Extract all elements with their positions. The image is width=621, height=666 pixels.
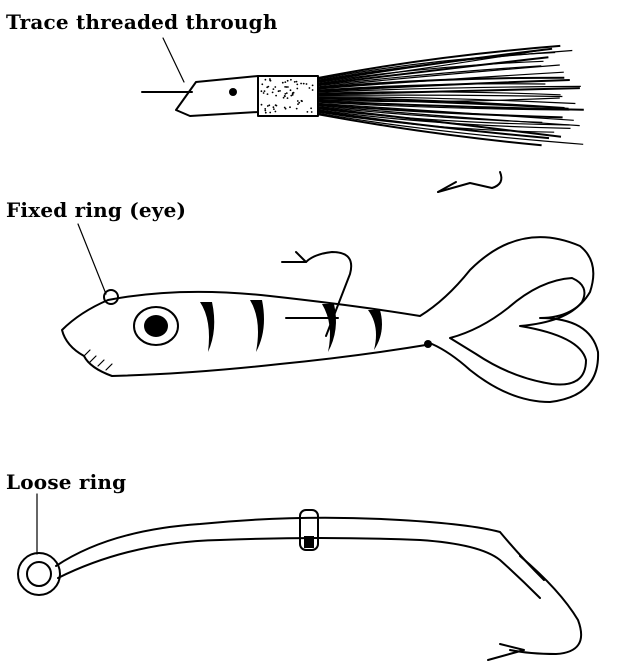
stipple-dot xyxy=(265,112,267,114)
stipple-dot xyxy=(306,83,308,85)
fish-tail-inner xyxy=(450,278,586,385)
leader-line-fixed-ring xyxy=(78,224,106,294)
fish-eye-pupil xyxy=(144,315,168,337)
stipple-dot xyxy=(261,83,263,85)
stipple-dot xyxy=(292,94,294,96)
loose-ring-inner xyxy=(27,562,51,586)
stipple-dot xyxy=(272,92,274,94)
stipple-dot xyxy=(294,81,296,83)
stipple-dot xyxy=(284,81,286,83)
leader-line-trace xyxy=(163,38,184,82)
stipple-dot xyxy=(273,88,275,90)
stipple-dot xyxy=(287,97,289,99)
stipple-dot xyxy=(267,93,269,95)
stipple-dot xyxy=(265,79,267,81)
wire-clip-fill xyxy=(304,536,314,548)
stipple-dot xyxy=(296,108,298,110)
stipple-dot xyxy=(286,92,288,94)
tail-join-dot xyxy=(424,340,432,348)
stipple-dot xyxy=(284,95,286,97)
stipple-dot xyxy=(274,86,276,88)
stipple-dot xyxy=(283,97,285,99)
stipple-dot xyxy=(275,95,277,97)
stipple-dot xyxy=(278,90,280,92)
stipple-dot xyxy=(296,81,298,83)
stipple-dot xyxy=(267,105,269,107)
stipple-dot xyxy=(282,82,284,84)
soft-plastic-fish-lure-icon xyxy=(62,224,598,402)
hook-with-loose-ring-icon xyxy=(18,494,581,660)
stipple-dot xyxy=(275,104,277,106)
hook-bend xyxy=(510,556,581,654)
fish-hook-barb xyxy=(282,252,306,262)
stipple-dot xyxy=(312,89,314,91)
lure-collar xyxy=(258,76,318,116)
stipple-dot xyxy=(310,107,312,109)
stipple-dot xyxy=(275,111,277,113)
hook-wire-lower xyxy=(58,538,540,598)
fish-hook-shank xyxy=(306,252,351,336)
stipple-dot xyxy=(290,89,292,91)
stipple-dot xyxy=(285,108,287,110)
hook-point-barb xyxy=(488,644,524,660)
stipple-dot xyxy=(301,100,303,102)
stipple-dot xyxy=(286,86,288,88)
stipple-dot xyxy=(261,90,263,92)
stipple-dot xyxy=(309,87,311,89)
stipple-dot xyxy=(273,106,275,108)
stipple-dot xyxy=(261,104,263,106)
stipple-dot xyxy=(264,108,266,110)
stipple-dot xyxy=(264,110,266,112)
stipple-dot xyxy=(264,90,266,92)
stipple-dot xyxy=(297,103,299,105)
lure-head xyxy=(176,76,258,116)
fish-chin-hatch xyxy=(84,350,112,370)
stipple-dot xyxy=(303,83,305,85)
stipple-dot xyxy=(279,90,281,92)
lure-skirt xyxy=(318,46,584,145)
stipple-dot xyxy=(311,111,313,113)
stipple-dot xyxy=(298,102,300,104)
loose-ring-outer xyxy=(18,553,60,595)
stipple-dot xyxy=(300,83,302,85)
stipple-texture xyxy=(261,78,314,114)
stipple-dot xyxy=(273,108,275,110)
stipple-dot xyxy=(307,111,309,113)
stipple-dot xyxy=(269,78,271,80)
fish-stripe-4 xyxy=(368,310,382,350)
fish-stripe-1 xyxy=(200,302,214,352)
trolling-lure-skirt-icon xyxy=(142,38,584,192)
stipple-dot xyxy=(269,112,271,114)
skirt-hook xyxy=(438,172,501,192)
stipple-dot xyxy=(263,92,265,94)
stipple-dot xyxy=(267,86,269,88)
stipple-dot xyxy=(296,88,298,90)
stipple-dot xyxy=(297,100,299,102)
lure-eye xyxy=(229,88,237,96)
stipple-dot xyxy=(289,106,291,108)
fish-stripe-2 xyxy=(250,300,264,352)
stipple-dot xyxy=(312,85,314,87)
stipple-dot xyxy=(287,80,289,82)
stipple-dot xyxy=(290,79,292,81)
stipple-dot xyxy=(296,84,298,86)
